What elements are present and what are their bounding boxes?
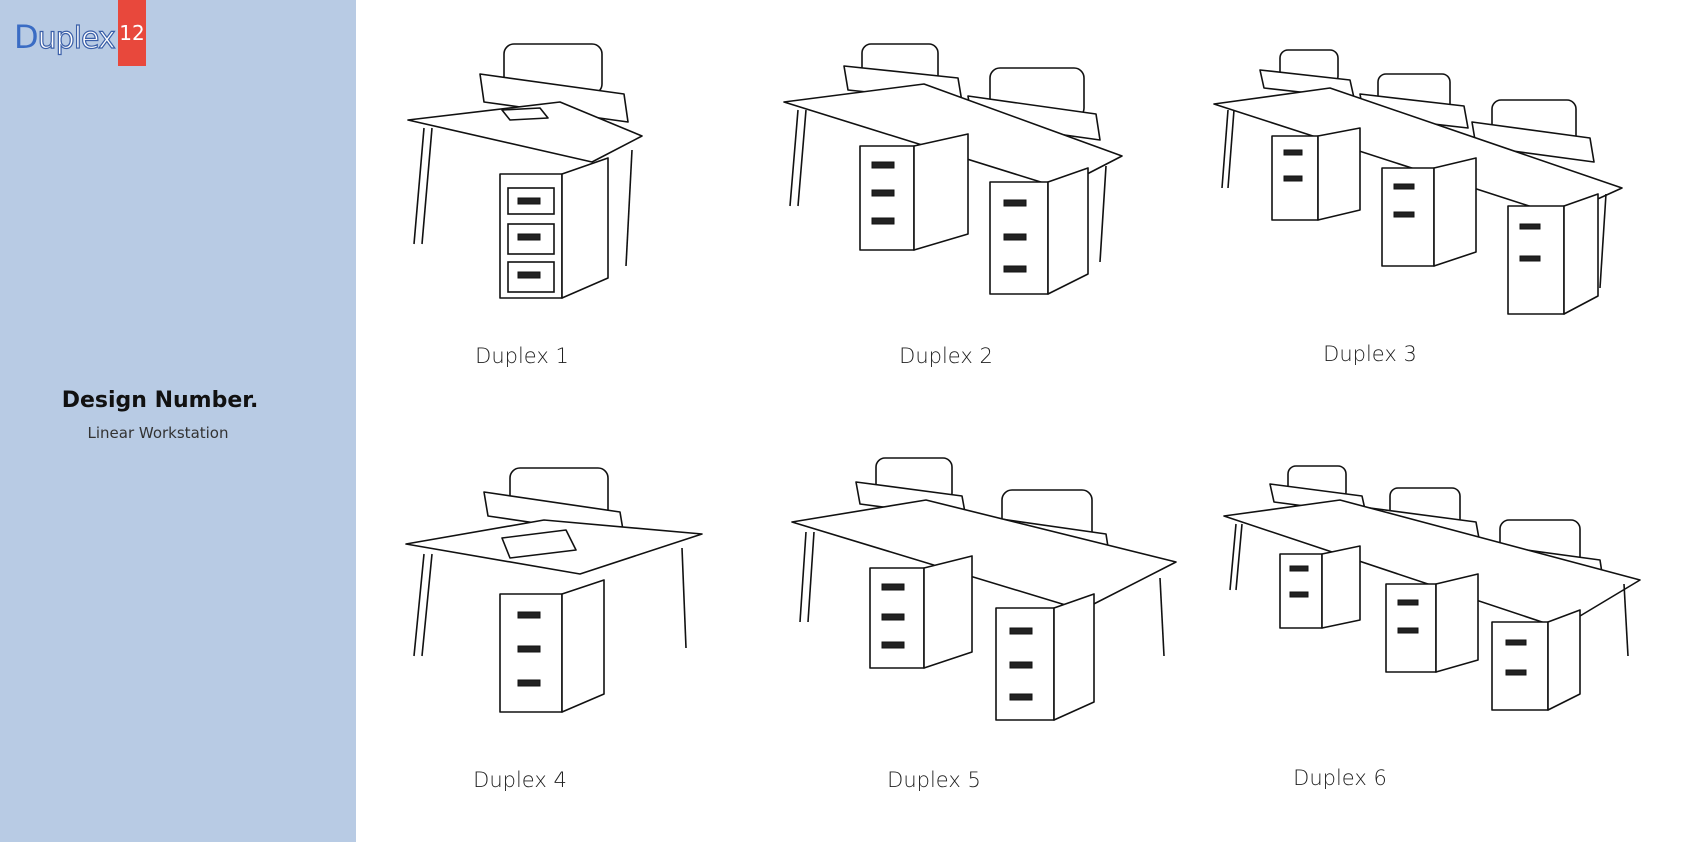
workstation-illustration xyxy=(1213,49,1623,315)
gallery-item-duplex-1: Duplex 1 xyxy=(400,38,660,368)
workstation-illustration xyxy=(407,43,643,299)
workstation-illustration xyxy=(405,467,703,713)
gallery-item-duplex-3: Duplex 3 xyxy=(1210,38,1630,366)
item-caption: Duplex 4 xyxy=(473,768,567,792)
gallery-item-duplex-6: Duplex 6 xyxy=(1220,460,1650,802)
workstation-illustration xyxy=(783,43,1123,295)
design-subtitle: Linear Workstation xyxy=(87,424,229,442)
item-caption: Duplex 3 xyxy=(1323,342,1417,366)
workstation-illustration xyxy=(1223,465,1641,711)
item-caption: Duplex 2 xyxy=(899,344,993,368)
gallery-item-duplex-2: Duplex 2 xyxy=(778,38,1138,368)
workstation-illustration xyxy=(791,457,1177,721)
gallery-item-duplex-5: Duplex 5 xyxy=(786,452,1186,802)
sidebar: Duplex 12 Design Number. Linear Workstat… xyxy=(0,0,356,842)
design-title: Design Number. xyxy=(61,388,259,413)
page-number-badge: 12 xyxy=(118,0,146,66)
gallery-item-duplex-4: Duplex 4 xyxy=(400,462,720,802)
item-caption: Duplex 6 xyxy=(1293,766,1387,790)
item-caption: Duplex 1 xyxy=(475,344,569,368)
brand-logo: Duplex xyxy=(14,18,116,57)
item-caption: Duplex 5 xyxy=(887,768,981,792)
